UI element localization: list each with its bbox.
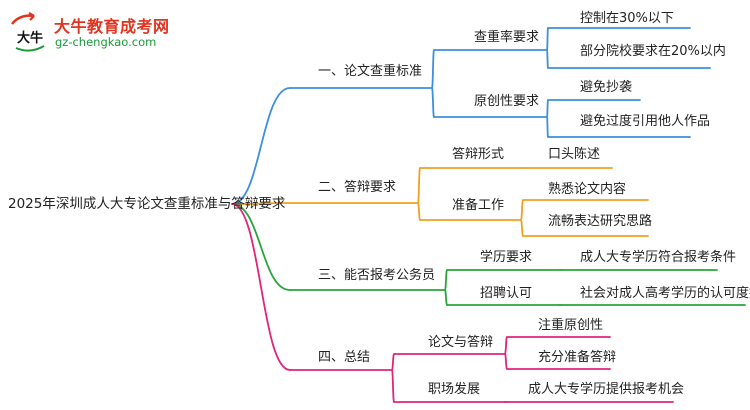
leaf-label: 部分院校要求在20%以内 xyxy=(580,44,726,59)
topic-label: 招聘认可 xyxy=(480,286,533,301)
leaf-edge xyxy=(504,336,508,355)
topic-label: 学历要求 xyxy=(480,250,533,265)
leaf-edge xyxy=(546,27,549,51)
leaf-label: 流畅表达研究思路 xyxy=(548,214,653,229)
branch-edge xyxy=(231,87,291,205)
topic-edge xyxy=(417,202,421,221)
topic-edge xyxy=(431,87,435,118)
branch-label: 四、总结 xyxy=(318,350,371,365)
leaf-label: 充分准备答辩 xyxy=(538,350,617,365)
leaf-label: 成人大专学历提供报考机会 xyxy=(528,382,685,397)
leaf-edge xyxy=(546,116,549,138)
leaf-label: 控制在30%以下 xyxy=(580,11,674,26)
leaf-label: 成人大专学历符合报考条件 xyxy=(580,250,737,265)
topic-label: 论文与答辩 xyxy=(428,335,494,350)
brand-name: 大牛教育成考网 xyxy=(54,17,170,36)
leaf-label: 避免抄袭 xyxy=(580,80,633,95)
topic-label: 答辩形式 xyxy=(452,147,505,162)
leaf-edge xyxy=(504,353,508,370)
brand-logo-mark: 大牛 xyxy=(11,12,45,52)
leaf-label: 口头陈述 xyxy=(548,147,601,162)
leaf-label: 熟悉论文内容 xyxy=(548,182,627,197)
topic-label: 职场发展 xyxy=(428,382,481,397)
topic-edge xyxy=(444,289,448,306)
leaf-edge xyxy=(520,199,524,221)
brand-url: gz-chengkao.com xyxy=(55,35,157,49)
topic-label: 查重率要求 xyxy=(474,30,540,45)
branch-label: 一、论文查重标准 xyxy=(318,64,423,79)
brand-logo-glyph: 大牛 xyxy=(17,30,43,46)
leaf-edge xyxy=(520,219,524,237)
topic-edge xyxy=(391,369,395,403)
leaf-label: 避免过度引用他人作品 xyxy=(580,114,711,129)
topic-edge xyxy=(444,269,448,291)
leaf-label: 注重原创性 xyxy=(538,318,604,333)
mindmap-root: 2025年深圳成人大专论文查重标准与答辩要求 xyxy=(8,196,286,212)
topic-edge xyxy=(391,353,395,371)
branch-edge xyxy=(231,202,291,205)
topic-label: 准备工作 xyxy=(452,198,505,213)
branch-edge xyxy=(231,203,291,291)
branch-label: 三、能否报考公务员 xyxy=(318,268,436,283)
topic-edge xyxy=(431,49,435,89)
topic-edge xyxy=(417,167,421,204)
brand-logo: 大牛 大牛教育成考网 gz-chengkao.com xyxy=(8,10,208,54)
leaf-label: 社会对成人高考学历的认可度提高 xyxy=(580,286,750,301)
branch-edge xyxy=(231,203,291,371)
topic-label: 原创性要求 xyxy=(474,94,540,109)
branch-label: 二、答辩要求 xyxy=(318,180,397,195)
leaf-edge xyxy=(546,99,549,118)
leaf-edge xyxy=(546,49,549,69)
